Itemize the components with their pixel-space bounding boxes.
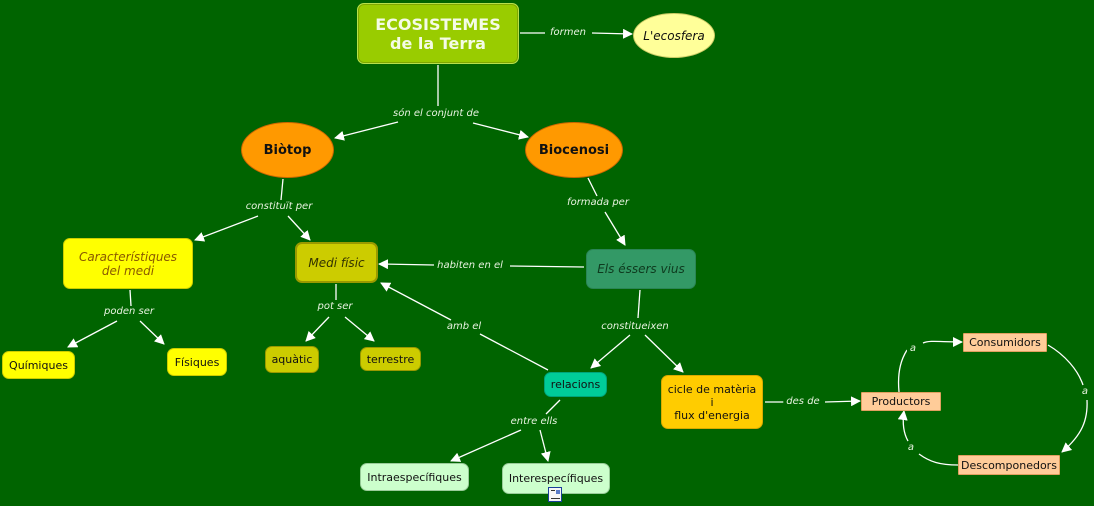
link-label-a: a: [904, 442, 918, 454]
edge-constituit-caracteristiques: [194, 215, 259, 242]
edge-caracteristiques-poden: [129, 289, 132, 307]
document-resource-icon[interactable]: [548, 487, 562, 502]
edge-essers-constitueixen: [637, 289, 641, 319]
edge-poden-quimiques: [67, 320, 118, 348]
edge-constitueixen-cicle: [644, 334, 684, 373]
edge-a-consumidors: [922, 336, 963, 347]
link-label-constitueixen: constitueixen: [598, 321, 672, 333]
node-fisiques[interactable]: Físiques: [167, 348, 227, 376]
node-cicle[interactable]: cicle de matèria i flux d'energia: [661, 375, 763, 429]
node-productors[interactable]: Productors: [861, 392, 941, 411]
node-essers-vius[interactable]: Els éssers vius: [586, 249, 696, 289]
edge-pot-aquatic: [305, 316, 330, 342]
edge-a-descomponedors: [1061, 399, 1088, 453]
node-descomponedors[interactable]: Descomponedors: [958, 455, 1060, 475]
node-aquatic[interactable]: aquàtic: [265, 346, 319, 373]
edge-descomponedors-a: [918, 453, 959, 466]
link-label-son-el-conjunt-de: són el conjunt de: [390, 108, 482, 120]
edge-essers-habiten: [509, 265, 585, 268]
link-label-poden-ser: poden ser: [101, 306, 157, 318]
link-label-constituit-per: constituït per: [242, 201, 316, 213]
edge-desde-productors: [824, 396, 861, 407]
edge-constituit-medifisic: [287, 215, 311, 241]
edge-consumidors-a: [1047, 344, 1084, 386]
link-label-a: a: [906, 343, 920, 355]
edge-pot-terrestre: [344, 316, 375, 342]
edge-relacions-amb: [479, 333, 549, 371]
node-medi-fisic[interactable]: Medi físic: [295, 242, 378, 283]
edge-relacions-entre: [545, 399, 561, 415]
node-consumidors[interactable]: Consumidors: [963, 333, 1047, 352]
link-label-amb-el: amb el: [443, 321, 485, 333]
link-label-formen: formen: [547, 27, 589, 39]
edge-a-productors: [897, 410, 909, 442]
link-label-a: a: [1078, 386, 1092, 398]
edge-son-biotop: [334, 121, 399, 141]
edge-amb-medifisic: [380, 282, 452, 321]
link-label-habiten-en-el: habiten en el: [434, 260, 506, 272]
edge-biocenosi-formada: [587, 177, 598, 197]
link-label-formada-per: formada per: [564, 197, 632, 209]
node-terrestre[interactable]: terrestre: [360, 347, 421, 371]
edge-constitueixen-relacions: [590, 334, 631, 369]
edge-entre-intra: [450, 429, 522, 462]
node-caracteristiques[interactable]: Característiques del medi: [63, 238, 193, 289]
node-ecosistemes[interactable]: ECOSISTEMES de la Terra: [357, 3, 519, 64]
edge-poden-fisiques: [139, 320, 165, 345]
link-label-des-de: des de: [783, 396, 823, 408]
node-intraespecifiques[interactable]: Intraespecífiques: [360, 463, 469, 491]
node-biocenosi[interactable]: Biocenosi: [525, 122, 623, 178]
node-quimiques[interactable]: Químiques: [2, 351, 75, 379]
edge-habiten-medifisic: [378, 259, 435, 270]
link-label-entre-ells: entre ells: [507, 416, 561, 428]
edge-son-biocenosi: [472, 122, 529, 140]
edge-productors-a-1: [897, 349, 908, 393]
node-ecosfera[interactable]: L'ecosfera: [633, 13, 715, 58]
node-biotop[interactable]: Biòtop: [241, 122, 334, 178]
edge-biotop-constituit: [280, 178, 284, 201]
edge-formada-essers: [604, 211, 626, 246]
edge-entre-inter: [539, 429, 551, 462]
link-label-pot-ser: pot ser: [314, 301, 356, 313]
node-relacions[interactable]: relacions: [544, 372, 607, 397]
edge-formen-ecosfera: [591, 28, 633, 39]
